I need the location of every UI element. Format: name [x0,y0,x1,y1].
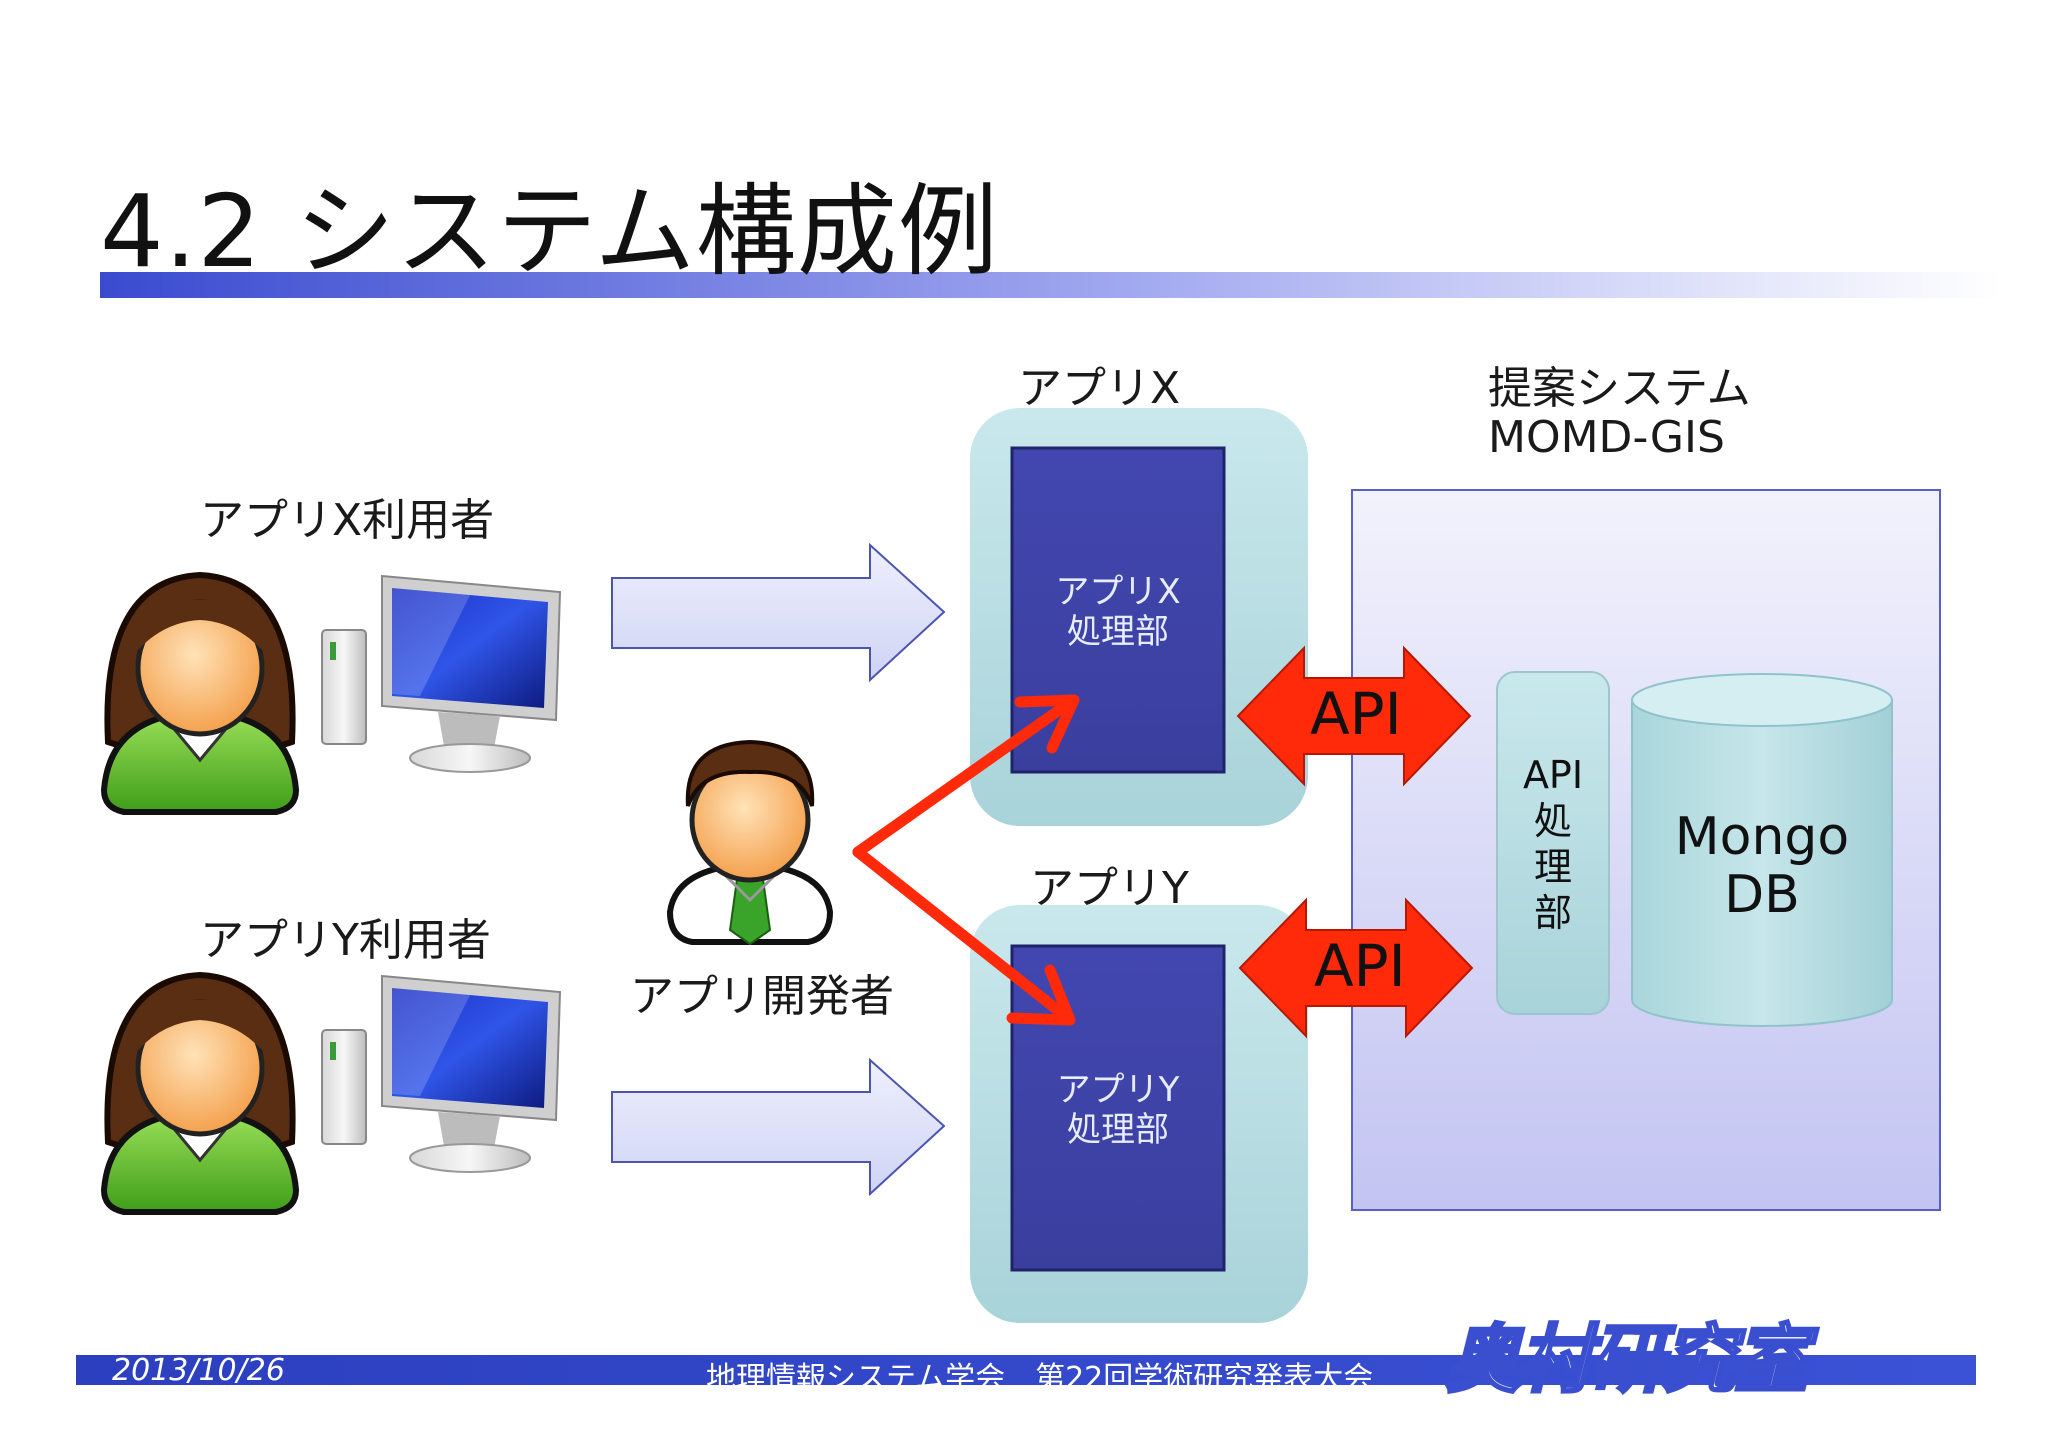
mongodb-label-line1: Mongo [1674,807,1850,867]
proposed-system-name: MOMD-GIS [1488,412,1725,463]
app-x-processor-label: アプリX 処理部 [1012,572,1224,652]
proposed-system-label: 提案システム [1488,363,1751,414]
footer-conference: 地理情報システム学会 第22回学術研究発表大会 [706,1361,1374,1396]
title-underline [100,272,2000,298]
app-y-computer-icon [321,975,561,1173]
api-label-bottom: API [1314,932,1406,1000]
api-arrow-bottom [1238,897,1474,1039]
app-y-user-label: アプリY利用者 [200,915,491,966]
page-title: 4.2 システム構成例 [100,173,999,290]
mongodb-label: Mongo DB [1632,808,1892,924]
developer-icon [666,739,834,946]
api-processor-box [1496,671,1610,1015]
footer-bar [76,1355,1976,1385]
api-processor-char: API [1522,753,1584,797]
api-processor-char: 処 [1533,799,1572,843]
app-x-user-label: アプリX利用者 [200,495,495,546]
mongodb-cylinder [1631,673,1893,1027]
footer-date: 2013/10/26 [112,1353,285,1388]
app-x-user-icon [100,571,300,815]
app-x-processor-line1: アプリX [1055,572,1181,612]
app-y-processor-line1: アプリY [1056,1070,1180,1110]
api-processor-char: 部 [1533,891,1572,935]
lab-logo: 奥村研究室 [1445,1316,1810,1405]
app-x-processor-line2: 処理部 [1067,612,1169,652]
api-processor-char: 理 [1533,845,1572,889]
developer-arrows [852,694,1080,1026]
app-y-processor-label: アプリY 処理部 [1012,1070,1224,1150]
app-y-label: アプリY [1030,863,1189,914]
app-y-processor-line2: 処理部 [1067,1110,1169,1150]
api-processor-label: API 処 理 部 [1497,752,1609,936]
developer-label: アプリ開発者 [630,971,894,1022]
app-x-computer-icon [321,574,562,773]
flow-arrow-user-y [611,1057,946,1197]
mongodb-label-line2: DB [1724,865,1800,925]
api-arrow-top [1236,645,1472,787]
api-label-top: API [1310,680,1402,748]
flow-arrow-user-x [611,542,946,683]
app-x-label: アプリX [1018,363,1181,414]
app-y-user-icon [104,975,296,1212]
